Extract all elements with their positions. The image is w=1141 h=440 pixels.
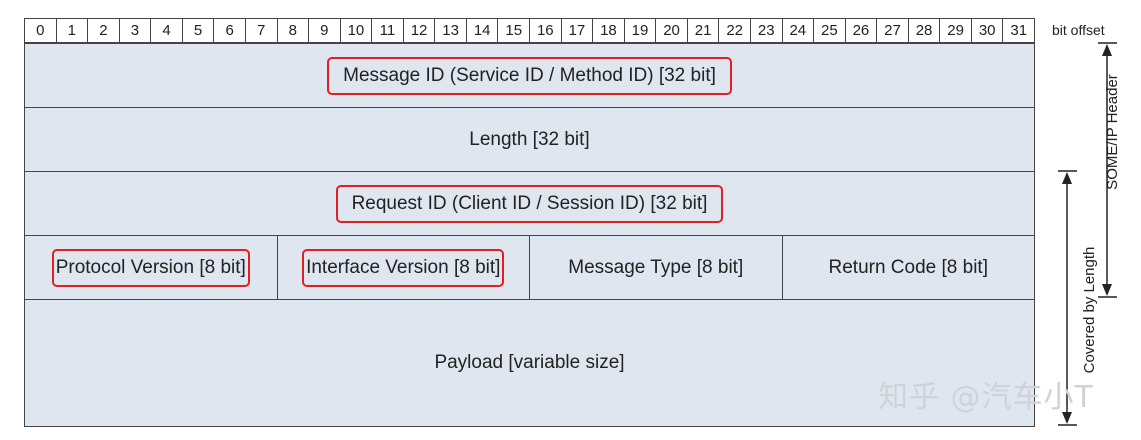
bit-cell: 10 (339, 18, 372, 43)
bit-cell: 19 (623, 18, 656, 43)
bit-cell: 17 (560, 18, 593, 43)
bit-cell: 18 (592, 18, 624, 43)
bit-cell: 31 (1002, 18, 1035, 43)
version-type-row: Protocol Version [8 bit] Interface Versi… (24, 236, 1035, 300)
bit-cell: 24 (781, 18, 814, 43)
return-code-cell: Return Code [8 bit] (783, 236, 1035, 299)
bit-cell: 2 (87, 18, 119, 43)
bit-cell: 6 (213, 18, 245, 43)
message-id-row: Message ID (Service ID / Method ID) [32 … (24, 43, 1035, 108)
bit-cell: 3 (118, 18, 151, 43)
bit-cell: 7 (244, 18, 277, 43)
interface-version-cell: Interface Version [8 bit] (278, 236, 530, 299)
message-type-cell: Message Type [8 bit] (530, 236, 783, 299)
bit-cell: 4 (150, 18, 182, 43)
bit-cell: 23 (749, 18, 782, 43)
header-arrow-down (1102, 284, 1112, 296)
header-arrow-up (1102, 44, 1112, 56)
bit-cell: 12 (402, 18, 435, 43)
bit-cell: 20 (655, 18, 687, 43)
bit-cell: 22 (718, 18, 750, 43)
bit-cell: 9 (308, 18, 340, 43)
bit-cell: 5 (181, 18, 214, 43)
bit-cell: 14 (465, 18, 498, 43)
bit-cell: 28 (907, 18, 940, 43)
interface-version-field: Interface Version [8 bit] (302, 248, 505, 287)
someip-header-table: Message ID (Service ID / Method ID) [32 … (24, 43, 1035, 427)
bit-cell: 25 (813, 18, 845, 43)
bit-cell: 26 (844, 18, 877, 43)
return-code-field: Return Code [8 bit] (828, 256, 988, 278)
bit-cell: 27 (876, 18, 908, 43)
bit-cell: 13 (434, 18, 466, 43)
length-arrow-up (1062, 172, 1072, 184)
request-id-field: Request ID (Client ID / Session ID) [32 … (335, 184, 724, 223)
bit-cell: 21 (686, 18, 719, 43)
bit-cell: 1 (55, 18, 88, 43)
length-field: Length [32 bit] (469, 128, 590, 150)
payload-row: Payload [variable size] (24, 300, 1035, 427)
bit-offset-label: bit offset (1052, 22, 1105, 38)
covered-by-length-label: Covered by Length (1081, 246, 1098, 374)
message-id-field: Message ID (Service ID / Method ID) [32 … (327, 56, 732, 95)
length-row: Length [32 bit] (24, 108, 1035, 172)
protocol-version-cell: Protocol Version [8 bit] (25, 236, 278, 299)
bit-cell: 15 (497, 18, 529, 43)
someip-header-label: SOME/IP Header (1104, 74, 1121, 190)
message-type-field: Message Type [8 bit] (568, 256, 744, 278)
length-arrow-down (1062, 412, 1072, 424)
bit-cell: 16 (529, 18, 561, 43)
watermark: 知乎 @汽车小T (878, 380, 1094, 415)
protocol-version-field: Protocol Version [8 bit] (51, 248, 250, 287)
request-id-row: Request ID (Client ID / Session ID) [32 … (24, 172, 1035, 236)
payload-field: Payload [variable size] (434, 352, 625, 373)
bit-cell: 29 (939, 18, 971, 43)
bit-cell: 8 (276, 18, 309, 43)
bit-cell: 11 (371, 18, 403, 43)
bit-cell: 0 (24, 18, 56, 43)
bit-cell: 30 (970, 18, 1003, 43)
